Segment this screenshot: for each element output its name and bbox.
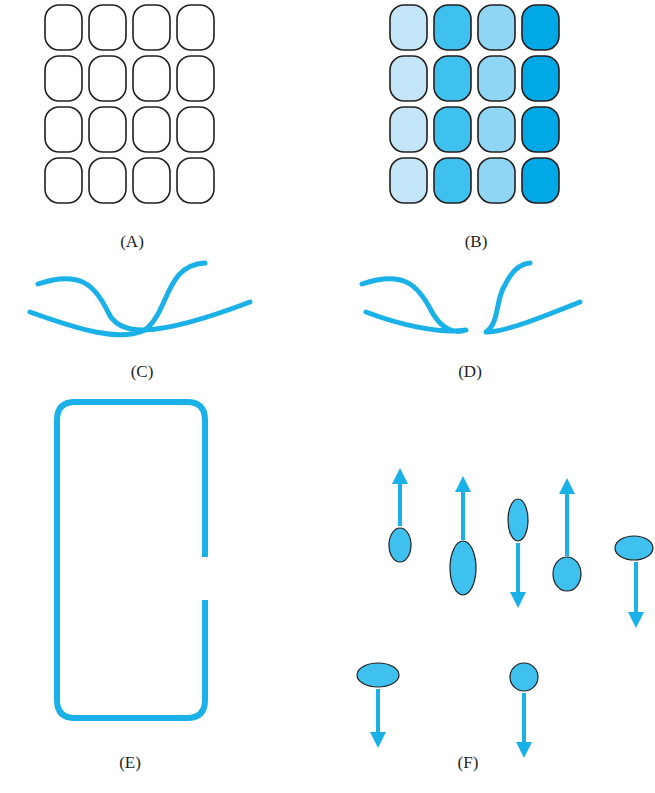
open-loop: [57, 402, 205, 718]
cell: [522, 56, 559, 101]
cell: [45, 107, 82, 152]
cell: [522, 158, 559, 203]
cell: [390, 158, 427, 203]
cell: [133, 158, 170, 203]
cell: [133, 56, 170, 101]
cell-grid: [45, 5, 214, 203]
cell: [45, 158, 82, 203]
cell: [133, 5, 170, 50]
cell: [478, 158, 515, 203]
cell: [390, 56, 427, 101]
cell: [390, 107, 427, 152]
cell: [434, 107, 471, 152]
panel-label: (B): [465, 232, 488, 252]
cell: [89, 158, 126, 203]
panel-label: (D): [458, 362, 482, 382]
cell: [434, 56, 471, 101]
panel-label: (A): [120, 232, 144, 252]
cell: [89, 56, 126, 101]
cell: [177, 107, 214, 152]
panel-label: (E): [119, 753, 141, 773]
cell: [478, 107, 515, 152]
cell: [478, 56, 515, 101]
separated-curves: [362, 263, 580, 332]
panel-label: (C): [131, 362, 154, 382]
cell: [522, 107, 559, 152]
cell: [177, 158, 214, 203]
cell: [133, 107, 170, 152]
cell: [45, 5, 82, 50]
cell: [89, 107, 126, 152]
cell: [89, 5, 126, 50]
panel-label: (F): [458, 753, 479, 773]
cell: [434, 158, 471, 203]
cell: [177, 56, 214, 101]
cell: [45, 56, 82, 101]
crossing-curves: [30, 263, 250, 335]
cell: [434, 5, 471, 50]
cell: [177, 5, 214, 50]
cell: [478, 5, 515, 50]
tinted-cell-grid: [390, 5, 559, 203]
cell: [390, 5, 427, 50]
moving-particles: [357, 476, 653, 750]
cell: [522, 5, 559, 50]
